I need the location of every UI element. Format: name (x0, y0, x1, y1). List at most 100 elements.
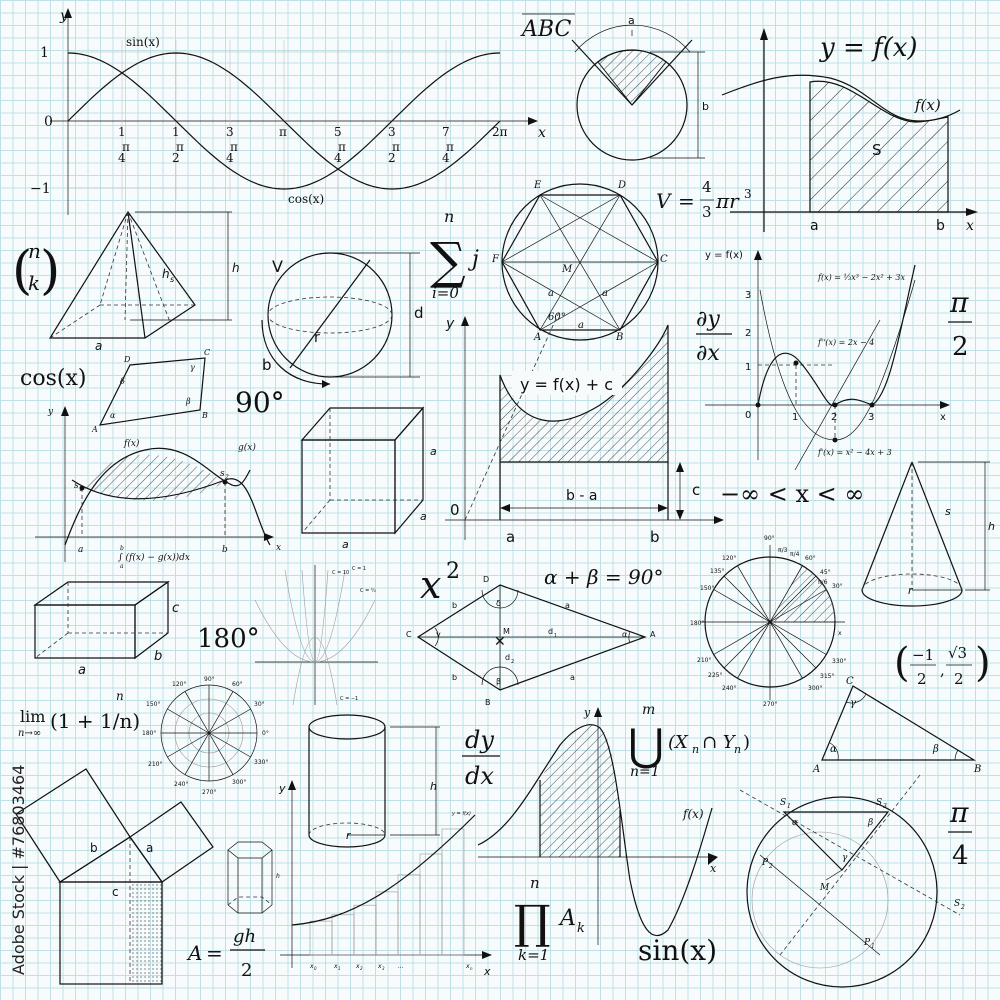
unit-circle-spoke (737, 565, 771, 623)
uc-150: 150° (700, 585, 714, 592)
point-n2: √3 (948, 644, 967, 662)
sine-curve (67, 52, 501, 190)
tick-3q-pi-num: 3 (226, 125, 234, 139)
inscribed-triangle-figure: S 1 S 3 S 2 P 1 P 2 M α β γ (739, 774, 965, 988)
between-formula: ∫ (f(x) − g(x))dx (118, 552, 190, 563)
kite-d1: d (548, 627, 553, 636)
polar-300: 300° (232, 779, 246, 786)
cube-a3: a (342, 538, 349, 551)
tick-7q-pi-den: 4 (442, 151, 450, 165)
limit-exp: n (116, 689, 124, 703)
quadrilateral-figure: A B C D α β γ δ (91, 348, 210, 434)
derivative-dydx: dy dx (462, 726, 500, 790)
unit-circle-spoke (769, 621, 803, 679)
tick-quarter-pi-sym: π (122, 140, 130, 154)
binom-right-paren: ) (40, 241, 60, 301)
insc-alpha: α (792, 818, 798, 828)
tick-half-pi-den: 2 (172, 151, 180, 165)
rectangular-box: c a b (33, 580, 179, 678)
stock-watermark: Adobe Stock | #76803464 (9, 765, 28, 975)
polar-60: 60° (232, 681, 243, 688)
polar-90: 90° (204, 676, 215, 683)
binomial-coefficient: ( ) n k (12, 239, 60, 301)
tick-pi: π (279, 125, 287, 139)
uc-x: x (838, 630, 842, 637)
tick-3h-pi-den: 2 (388, 151, 396, 165)
x-squared-exp: 2 (446, 559, 460, 584)
uc-45: 45° (820, 569, 831, 576)
riemann-rect (353, 904, 377, 956)
parabola-c1: C = 1 (352, 566, 366, 572)
tick-quarter-pi-den: 4 (118, 151, 126, 165)
riemann-rect (309, 920, 333, 956)
riemann-x0-sub: 0 (314, 966, 317, 971)
riemann-x1: x (333, 963, 338, 970)
unit-circle-spoke (713, 589, 771, 623)
unit-circle-spoke (769, 565, 803, 623)
pyramid-h: h (232, 261, 240, 275)
sphere-figure: V d r b (261, 252, 424, 388)
insc-beta: β (867, 818, 873, 828)
riemann-rect (375, 891, 399, 956)
insc-P1-sub: 1 (871, 943, 875, 950)
riemann-rect (397, 874, 421, 956)
cone-h: h (988, 520, 995, 533)
hex-F: F (491, 254, 500, 265)
integral-f: f(x) (914, 96, 941, 114)
riemann-rect (441, 828, 465, 956)
polar-spoke (167, 708, 210, 734)
between-s1: s (74, 481, 79, 491)
cubic-title: y = f(x) (705, 250, 743, 261)
sphere-r: r (314, 330, 320, 346)
insc-S3-sub: 3 (883, 803, 887, 810)
uc-90: 90° (764, 535, 775, 542)
abc-a: a (628, 14, 635, 27)
riemann-x1-sub: 1 (338, 966, 341, 971)
quad-gamma: γ (190, 363, 195, 372)
area-under-zero: 0 (450, 501, 460, 519)
kite-C: C (406, 630, 412, 639)
cos-label: cos(x) (288, 192, 324, 206)
x-squared: x 2 (420, 559, 460, 607)
polar-240: 240° (174, 781, 188, 788)
tri-alpha: α (830, 744, 837, 755)
tick-two-pi: 2π (492, 125, 508, 139)
union-close: ) (743, 732, 750, 753)
point-lparen: ( (894, 640, 910, 686)
between-hi: b (120, 545, 124, 552)
riemann-xn-sub: n (470, 966, 473, 971)
wave-y: y (583, 706, 591, 719)
kite-alpha: α (622, 630, 627, 639)
cubic-x1: 1 (792, 412, 798, 423)
cosine-curve (67, 52, 501, 190)
sin-x-text: sin(x) (638, 934, 717, 967)
cubic-x3: 3 (868, 412, 874, 423)
hex-A: A (533, 332, 541, 343)
tick-7q-pi-num: 7 (442, 125, 450, 139)
pi-half-den: 2 (952, 332, 969, 362)
cylinder-figure: h r (308, 714, 440, 848)
unit-circle-spoke (723, 575, 771, 623)
polar-spoke (167, 732, 210, 758)
area-under-a: a (506, 528, 515, 546)
area-A: A (186, 941, 202, 965)
binom-left-paren: ( (12, 241, 32, 301)
between-s1-sub: 1 (79, 486, 83, 493)
vol-rest: πr (715, 189, 740, 213)
pi-quarter-num: π (949, 796, 969, 829)
uc-270: 270° (763, 701, 777, 708)
cube-a1: a (430, 445, 437, 458)
tri-gamma: γ (850, 698, 856, 709)
quad-alpha: α (110, 411, 116, 420)
uc-330: 330° (832, 658, 846, 665)
limit-sub: n→∞ (18, 728, 41, 739)
polar-30: 30° (254, 701, 265, 708)
between-g: g(x) (238, 442, 256, 453)
union-symbol: ⋃ (628, 720, 664, 771)
tick-3q-pi-sym: π (230, 140, 238, 154)
tri-A: A (812, 764, 820, 775)
limit-lim: lim (20, 707, 45, 726)
product-A: A (558, 906, 576, 931)
cubic-function-plot: y = f(x) f(x) = ⅓x³ − 2x² + 3x f''(x) = … (705, 250, 950, 471)
area-under-label: y = f(x) + c (520, 375, 613, 394)
